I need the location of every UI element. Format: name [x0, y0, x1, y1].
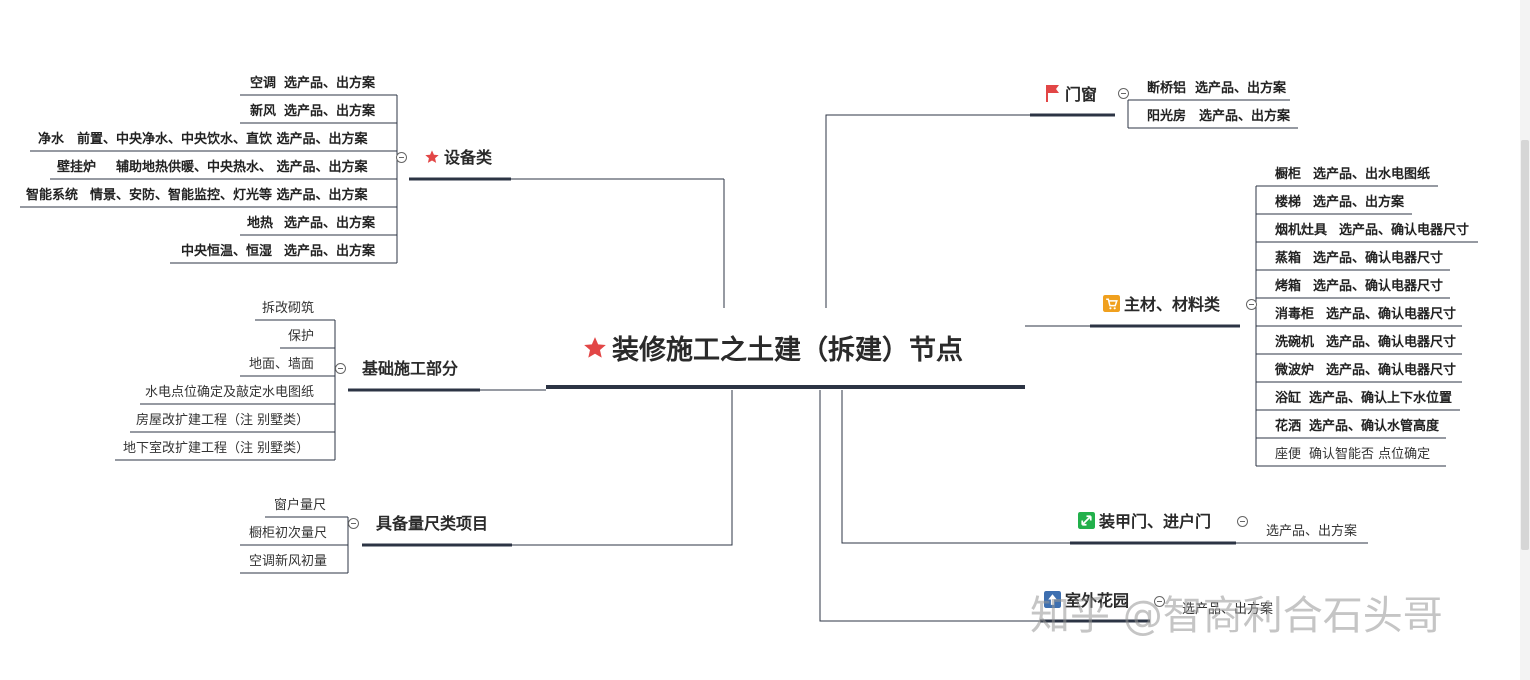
branch-doors[interactable]: 装甲门、进户门: [1078, 512, 1211, 532]
leaf-equipment-detail[interactable]: 选产品、出方案: [284, 76, 376, 91]
leaf-materials-detail[interactable]: 选产品、确认电器尺寸: [1326, 335, 1457, 350]
leaf-equipment-detail[interactable]: 选产品、出方案: [284, 104, 376, 119]
arrows-icon: [1078, 512, 1095, 529]
collapse-equipment-button[interactable]: [396, 152, 407, 163]
leaf-materials-name[interactable]: 烤箱: [1275, 279, 1302, 294]
leaf-materials-name[interactable]: 浴缸: [1275, 391, 1302, 406]
central-topic[interactable]: 装修施工之土建（拆建）节点: [582, 334, 963, 368]
leaf-equipment-detail[interactable]: 选产品、出方案: [284, 216, 376, 231]
central-title: 装修施工之土建（拆建）节点: [612, 335, 963, 366]
leaf-materials-detail[interactable]: 选产品、确认电器尺寸: [1313, 251, 1444, 266]
leaf-doors[interactable]: 选产品、出方案: [1266, 524, 1358, 539]
leaf-measure[interactable]: 窗户量尺: [274, 498, 327, 513]
leaf-materials-name[interactable]: 蒸箱: [1275, 251, 1302, 266]
leaf-equipment-name[interactable]: 壁挂炉: [57, 160, 97, 175]
leaf-materials-name[interactable]: 消毒柜: [1275, 307, 1315, 322]
flag-icon: [1046, 85, 1059, 102]
star-icon: [425, 150, 439, 163]
leaf-measure[interactable]: 空调新风初量: [249, 554, 328, 569]
leaf-foundation[interactable]: 房屋改扩建工程（注 别墅类）: [136, 413, 310, 428]
leaf-materials-name[interactable]: 橱柜: [1275, 167, 1302, 182]
branch-equipment[interactable]: 设备类: [424, 148, 492, 168]
branch-title: 基础施工部分: [362, 359, 459, 378]
leaf-materials-name[interactable]: 楼梯: [1275, 195, 1302, 210]
leaf-materials-detail[interactable]: 选产品、确认上下水位置: [1309, 391, 1453, 406]
branch-title: 装甲门、进户门: [1099, 512, 1212, 531]
cart-icon: [1103, 295, 1120, 312]
leaf-materials-name[interactable]: 烟机灶具: [1275, 223, 1328, 238]
branch-title: 主材、材料类: [1124, 295, 1221, 314]
star-icon: [584, 337, 606, 358]
collapse-windows-button[interactable]: [1118, 88, 1129, 99]
branch-title: 具备量尺类项目: [376, 514, 489, 533]
leaf-materials-detail[interactable]: 选产品、确认电器尺寸: [1339, 223, 1470, 238]
scrollbar-thumb[interactable]: [1521, 140, 1529, 550]
leaf-equipment-name[interactable]: 智能系统: [26, 188, 79, 203]
leaf-materials-name[interactable]: 座便: [1275, 447, 1302, 462]
leaf-materials-name[interactable]: 洗碗机: [1275, 335, 1315, 350]
branch-materials[interactable]: 主材、材料类: [1103, 295, 1220, 315]
leaf-equipment-name[interactable]: 空调: [250, 76, 277, 91]
leaf-equipment-name[interactable]: 地热: [247, 216, 274, 231]
leaf-foundation[interactable]: 保护: [288, 329, 315, 344]
leaf-equipment-name[interactable]: 净水: [38, 132, 65, 147]
leaf-windows-name[interactable]: 断桥铝: [1147, 81, 1187, 96]
branch-title: 室外花园: [1065, 591, 1130, 610]
leaf-equipment-name[interactable]: 中央恒温、恒湿: [181, 244, 273, 259]
collapse-measure-button[interactable]: [348, 518, 359, 529]
leaf-materials-name[interactable]: 花洒: [1275, 419, 1302, 434]
leaf-materials-detail[interactable]: 选产品、确认电器尺寸: [1326, 307, 1457, 322]
leaf-materials-detail[interactable]: 选产品、确认电器尺寸: [1326, 363, 1457, 378]
leaf-windows-detail[interactable]: 选产品、出方案: [1195, 81, 1287, 96]
leaf-equipment-detail[interactable]: 情景、安防、智能监控、灯光等 选产品、出方案: [90, 188, 368, 203]
vertical-scrollbar[interactable]: [1520, 0, 1530, 680]
collapse-foundation-button[interactable]: [335, 363, 346, 374]
collapse-materials-button[interactable]: [1246, 299, 1257, 310]
tree-icon: [1044, 591, 1061, 608]
leaf-materials-detail[interactable]: 选产品、确认电器尺寸: [1313, 279, 1444, 294]
leaf-materials-name[interactable]: 微波炉: [1275, 363, 1315, 378]
branch-foundation[interactable]: 基础施工部分: [362, 359, 458, 379]
branch-garden[interactable]: 室外花园: [1044, 591, 1129, 611]
branch-title: 设备类: [444, 148, 493, 167]
leaf-materials-detail[interactable]: 选产品、确认水管高度: [1309, 419, 1440, 434]
leaf-measure[interactable]: 橱柜初次量尺: [249, 526, 328, 541]
leaf-equipment-detail[interactable]: 前置、中央净水、中央饮水、直饮 选产品、出方案: [77, 132, 368, 147]
leaf-foundation[interactable]: 拆改砌筑: [262, 301, 315, 316]
branch-measure[interactable]: 具备量尺类项目: [376, 514, 488, 534]
leaf-equipment-detail[interactable]: 辅助地热供暖、中央热水、 选产品、出方案: [116, 160, 368, 175]
leaf-materials-detail[interactable]: 选产品、出方案: [1313, 195, 1405, 210]
leaf-foundation[interactable]: 地下室改扩建工程（注 别墅类）: [123, 441, 310, 456]
watermark: 知乎 @智商利合石头哥: [1030, 593, 1443, 639]
leaf-garden[interactable]: 选产品、出方案: [1182, 602, 1274, 617]
branch-title: 门窗: [1065, 85, 1098, 104]
branch-windows[interactable]: 门窗: [1045, 84, 1097, 105]
collapse-garden-button[interactable]: [1154, 596, 1165, 607]
leaf-equipment-detail[interactable]: 选产品、出方案: [284, 244, 376, 259]
collapse-doors-button[interactable]: [1237, 516, 1248, 527]
leaf-windows-detail[interactable]: 选产品、出方案: [1199, 109, 1291, 124]
leaf-materials-detail[interactable]: 确认智能否 点位确定: [1309, 447, 1431, 462]
leaf-foundation[interactable]: 水电点位确定及敲定水电图纸: [145, 385, 315, 400]
leaf-foundation[interactable]: 地面、墙面: [249, 357, 315, 372]
leaf-materials-detail[interactable]: 选产品、出水电图纸: [1313, 167, 1431, 182]
leaf-equipment-name[interactable]: 新风: [250, 104, 277, 119]
leaf-windows-name[interactable]: 阳光房: [1147, 109, 1187, 124]
